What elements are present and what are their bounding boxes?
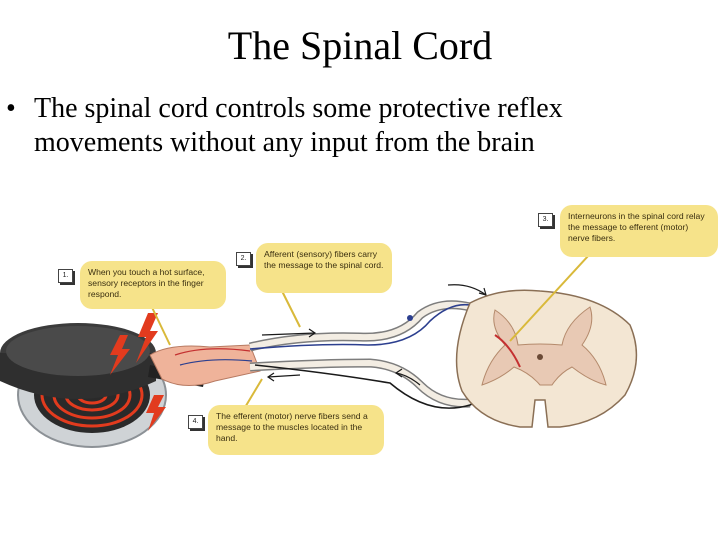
slide-title: The Spinal Cord — [227, 23, 493, 68]
step-number: 1. — [58, 269, 73, 283]
bullet-marker: • — [6, 93, 16, 124]
step-number: 2. — [236, 252, 251, 266]
callout-step-4: The efferent (motor) nerve fibers send a… — [208, 405, 384, 455]
arrow-icon — [261, 284, 487, 386]
hand-arm — [149, 344, 261, 386]
bullet-item: • The spinal cord controls some protecti… — [6, 92, 696, 160]
callout-step-2: Afferent (sensory) fibers carry the mess… — [256, 243, 392, 293]
bullet-text: The spinal cord controls some protective… — [34, 93, 563, 158]
reflex-arc-figure: 1. When you touch a hot surface, sensory… — [0, 195, 720, 495]
callout-step-1: When you touch a hot surface, sensory re… — [80, 261, 226, 309]
heat-bolt-icon — [110, 313, 166, 431]
reflex-arc-illustration — [0, 242, 638, 448]
step-number: 3. — [538, 213, 553, 227]
spinal-cord-cross-section — [455, 289, 638, 428]
nerve-fibers — [248, 300, 511, 409]
step-number: 4. — [188, 415, 203, 429]
callout-step-3: Interneurons in the spinal cord relay th… — [560, 205, 718, 257]
